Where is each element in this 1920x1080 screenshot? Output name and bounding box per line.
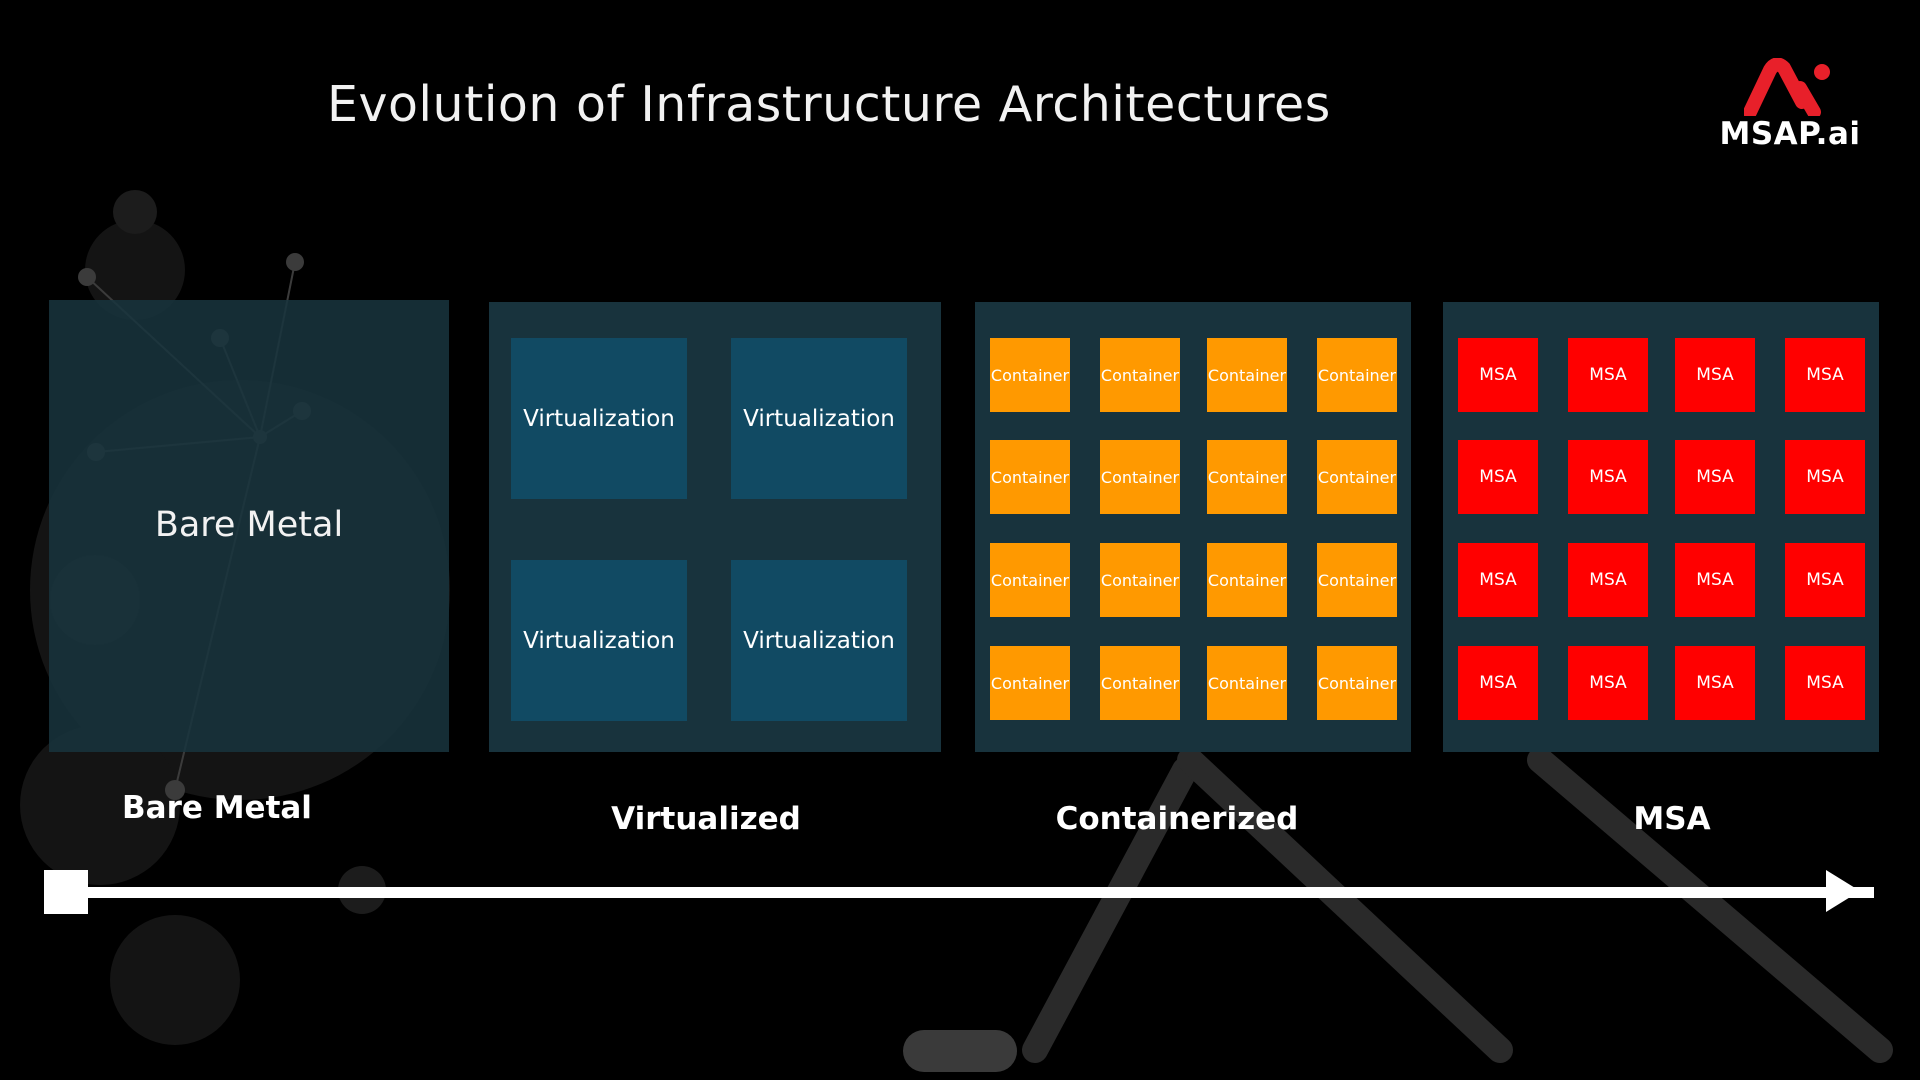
timeline-line: [84, 887, 1874, 898]
stage-label-virtualized: Virtualized: [611, 801, 801, 837]
msa-box: MSA: [1458, 646, 1538, 720]
msa-box: MSA: [1785, 338, 1865, 412]
logo-text: MSAP.ai: [1719, 116, 1861, 152]
container-box: Container: [990, 646, 1070, 720]
container-box: Container: [1207, 440, 1287, 514]
msa-box: MSA: [1675, 543, 1755, 617]
msa-box: MSA: [1458, 338, 1538, 412]
msa-box: MSA: [1568, 543, 1648, 617]
slide-title: Evolution of Infrastructure Architecture…: [327, 76, 1331, 133]
bare-metal-panel: Bare Metal: [49, 300, 449, 752]
slide-nav-pill[interactable]: [903, 1030, 1017, 1072]
msa-box: MSA: [1675, 440, 1755, 514]
container-box: Container: [1100, 543, 1180, 617]
msa-box: MSA: [1675, 338, 1755, 412]
msa-box: MSA: [1568, 646, 1648, 720]
container-box: Container: [1207, 543, 1287, 617]
msa-box: MSA: [1568, 440, 1648, 514]
stage-label-containerized: Containerized: [1055, 801, 1299, 837]
msa-box: MSA: [1458, 440, 1538, 514]
msa-box: MSA: [1785, 543, 1865, 617]
msap-logo-icon: [1744, 58, 1830, 116]
virtualization-box: Virtualization: [511, 560, 687, 721]
timeline-start-marker: [44, 870, 88, 914]
msa-box: MSA: [1458, 543, 1538, 617]
timeline-arrow: [44, 868, 1874, 918]
container-box: Container: [1317, 646, 1397, 720]
msap-logo: MSAP.ai: [1700, 58, 1880, 158]
msa-box: MSA: [1675, 646, 1755, 720]
virtualization-box: Virtualization: [731, 560, 907, 721]
msa-box: MSA: [1568, 338, 1648, 412]
timeline-arrowhead-icon: [1826, 870, 1860, 912]
virtualized-panel: Virtualization Virtualization Virtualiza…: [489, 302, 941, 752]
msa-panel: MSA MSA MSA MSA MSA MSA MSA MSA MSA MSA MSA MSA MSA M…: [1443, 302, 1879, 752]
container-box: Container: [990, 338, 1070, 412]
container-box: Container: [1317, 338, 1397, 412]
container-box: Container: [1207, 646, 1287, 720]
msa-box: MSA: [1785, 440, 1865, 514]
container-box: Container: [1100, 646, 1180, 720]
bare-metal-panel-label: Bare Metal: [154, 505, 344, 545]
container-box: Container: [1207, 338, 1287, 412]
stage-label-bare-metal: Bare Metal: [122, 790, 312, 826]
msa-box: MSA: [1785, 646, 1865, 720]
container-box: Container: [1317, 543, 1397, 617]
stage-label-msa: MSA: [1633, 801, 1711, 837]
container-box: Container: [990, 543, 1070, 617]
virtualization-box: Virtualization: [511, 338, 687, 499]
container-box: Container: [1100, 440, 1180, 514]
virtualization-box: Virtualization: [731, 338, 907, 499]
container-box: Container: [990, 440, 1070, 514]
container-box: Container: [1317, 440, 1397, 514]
container-box: Container: [1100, 338, 1180, 412]
